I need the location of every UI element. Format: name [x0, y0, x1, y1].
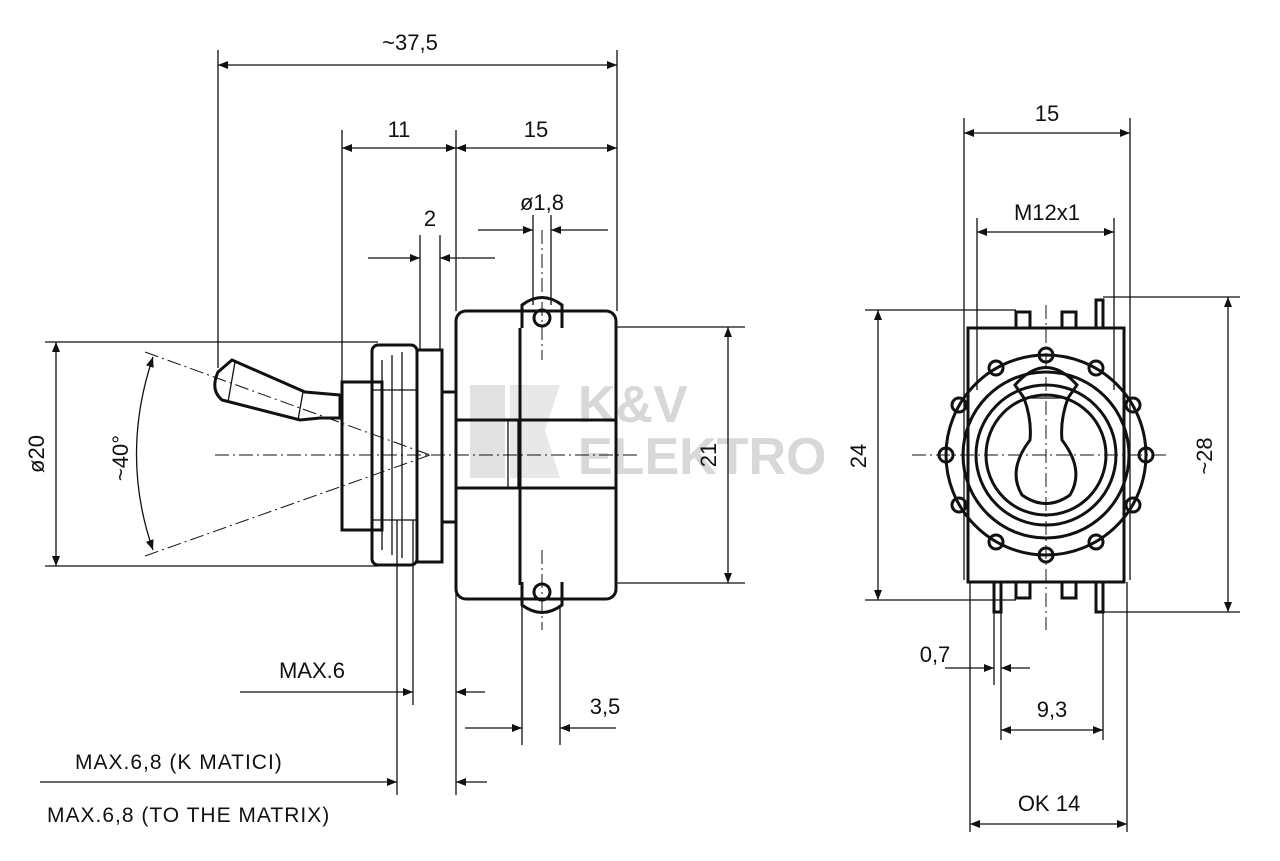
- side-extension-lines: [45, 50, 745, 795]
- angle-line-bottom: [144, 454, 431, 557]
- switch-body: [454, 230, 618, 630]
- dim-pin-pitch: 3,5: [590, 694, 621, 719]
- angle-line-top: [144, 351, 431, 456]
- side-view: ~37,5 11 15 2 ø1,8 ø20 ~40° 21 MAX.6 3,5…: [24, 30, 745, 827]
- note-cz: MAX.6,8 (K MATICI): [75, 751, 283, 774]
- front-dim-width: 15: [1035, 101, 1059, 126]
- front-dim-pin-spacing: 9,3: [1037, 697, 1068, 722]
- front-dim-height: 24: [846, 444, 871, 468]
- front-nut: [937, 346, 1155, 564]
- dim-angle: ~40°: [108, 435, 133, 481]
- watermark-line2: ELEKTRO: [578, 428, 826, 486]
- front-dim-pin-thickness: 0,7: [920, 642, 951, 667]
- front-dim-thread: M12x1: [1014, 200, 1080, 225]
- dim-height: 21: [696, 443, 721, 467]
- front-dim-base: OK 14: [1018, 791, 1080, 816]
- toggle-lever: [213, 358, 342, 422]
- dim-body: 15: [524, 117, 548, 142]
- front-view: 15 M12x1 24 ~28 0,7 9,3 OK 14: [846, 101, 1240, 832]
- watermark: K&V ELEKTRO: [470, 376, 826, 486]
- dim-diameter: ø20: [24, 435, 49, 473]
- dim-pin-dia: ø1,8: [520, 190, 564, 215]
- bushing: [340, 343, 458, 567]
- watermark-line1: K&V: [578, 376, 688, 434]
- dim-nut: 2: [424, 206, 436, 231]
- dim-overall: ~37,5: [382, 30, 438, 55]
- front-dim-overall-height: ~28: [1192, 437, 1217, 474]
- note-en: MAX.6,8 (TO THE MATRIX): [47, 804, 330, 827]
- dim-bushing: 11: [388, 117, 411, 142]
- front-housing: [966, 298, 1126, 614]
- dim-max6: MAX.6: [279, 658, 345, 683]
- angle-arc: [135, 356, 154, 551]
- front-lever: [1013, 366, 1079, 505]
- front-extension-lines: [865, 118, 1240, 832]
